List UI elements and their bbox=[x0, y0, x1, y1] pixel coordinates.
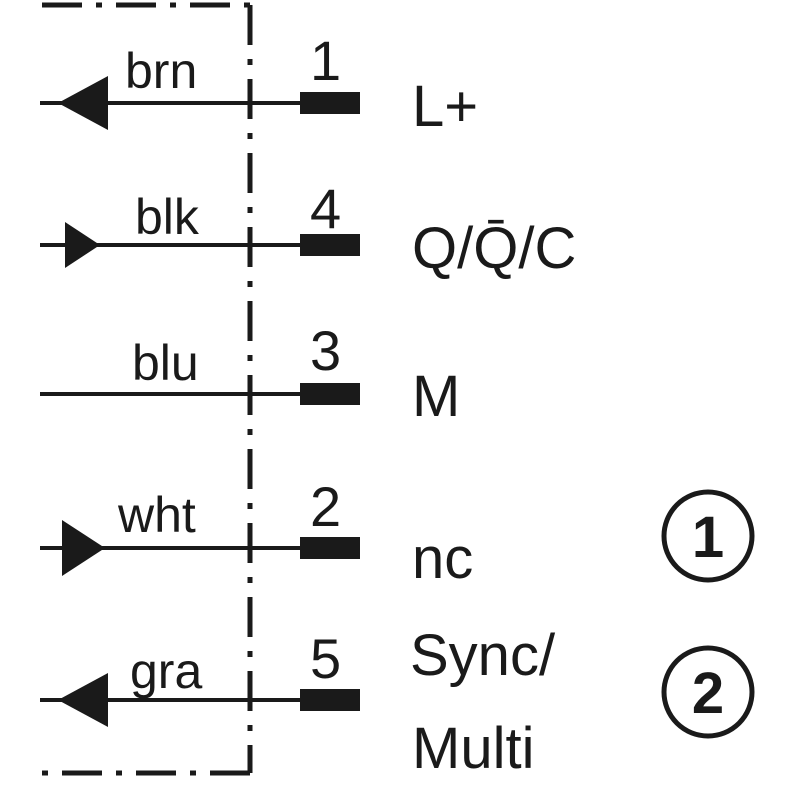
pin-row-1: brn 1 L+ bbox=[40, 29, 478, 139]
wire-color-label: brn bbox=[125, 43, 197, 99]
left-arrow-icon bbox=[58, 673, 108, 727]
pin-signal-line2: Multi bbox=[412, 716, 534, 781]
wire-color-label: blk bbox=[135, 189, 200, 245]
pin-number: 4 bbox=[310, 177, 341, 240]
footnote-marker-1: 1 bbox=[661, 489, 755, 583]
pin-number: 5 bbox=[310, 627, 341, 690]
wire-color-label: blu bbox=[132, 335, 199, 391]
pin-signal: L+ bbox=[412, 74, 478, 139]
circle-icon bbox=[661, 645, 755, 739]
wire-color-label: gra bbox=[130, 643, 202, 699]
pin-row-5: gra 5 Sync/ Multi bbox=[40, 623, 556, 781]
footnote-number: 1 bbox=[692, 505, 724, 570]
pin-signal: Q/Q̄/C bbox=[412, 216, 576, 281]
pin-row-4: blk 4 Q/Q̄/C bbox=[40, 177, 576, 281]
pin-contact bbox=[300, 234, 360, 256]
pin-contact bbox=[300, 537, 360, 559]
right-arrow-icon bbox=[65, 222, 100, 268]
circle-icon bbox=[661, 489, 755, 583]
right-arrow-icon bbox=[62, 520, 105, 576]
housing-boundary bbox=[42, 2, 253, 776]
pin-signal: Sync/ bbox=[410, 623, 556, 688]
pin-number: 2 bbox=[310, 475, 341, 538]
pin-contact bbox=[300, 689, 360, 711]
pin-contact bbox=[300, 383, 360, 405]
pin-number: 1 bbox=[310, 29, 341, 92]
pin-signal: M bbox=[412, 364, 460, 429]
pin-contact bbox=[300, 92, 360, 114]
pin-number: 3 bbox=[310, 319, 341, 382]
left-arrow-icon bbox=[58, 76, 108, 130]
pin-signal: nc bbox=[412, 526, 473, 591]
footnote-number: 2 bbox=[692, 661, 724, 726]
footnote-marker-2: 2 bbox=[661, 645, 755, 739]
pin-row-3: blu 3 M bbox=[40, 319, 460, 429]
pin-row-2: wht 2 nc bbox=[40, 475, 473, 591]
wire-color-label: wht bbox=[117, 487, 196, 543]
